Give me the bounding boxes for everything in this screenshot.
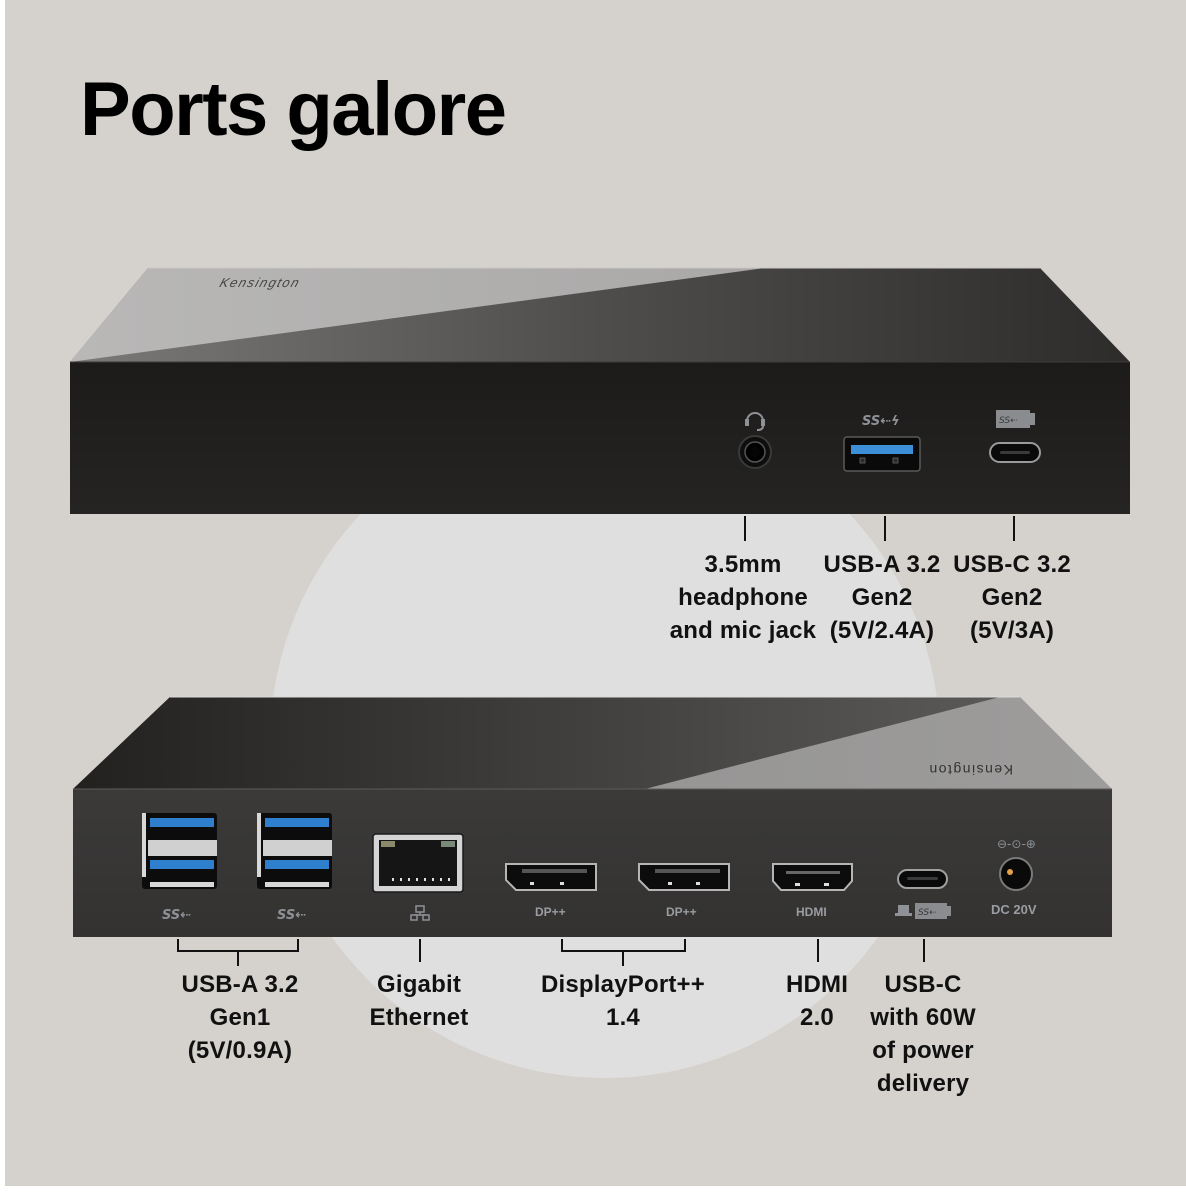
dc-print: DC 20V (991, 902, 1037, 917)
bottom-device-surface-dark (73, 697, 1000, 789)
usb-c-gen2-port[interactable]: SS⇠ (989, 410, 1041, 463)
gigabit-ethernet-port[interactable] (372, 833, 464, 921)
label-displayport: DisplayPort++ 1.4 (540, 971, 705, 1031)
polarity-icon: ⊖-⊙-⊕ (997, 837, 1036, 851)
top-callout-lines (744, 516, 1015, 541)
network-icon (410, 905, 430, 921)
hdmi-print: HDMI (796, 905, 827, 919)
dc-power-port[interactable]: ⊖-⊙-⊕ DC 20V (991, 837, 1037, 917)
label-usb-a-gen1: USB-A 3.2 Gen1 (5V/0.9A) (181, 971, 299, 1064)
superspeed-icon: SS⇠ (277, 908, 306, 923)
bottom-callout-lines (177, 939, 925, 966)
svg-text:SS⇠: SS⇠ (918, 908, 937, 918)
top-device-surface-light (70, 268, 765, 362)
label-usb-a-gen2: USB-A 3.2 Gen2 (5V/2.4A) (823, 551, 941, 644)
page-title: Ports galore (80, 67, 507, 152)
superspeed-icon: SS⇠ (162, 908, 191, 923)
usb-c-power-delivery-port[interactable]: SS⇠ (895, 869, 951, 919)
superspeed-10-icon: SS⇠ (915, 903, 951, 919)
bottom-device: Kensington SS⇠ SS⇠ (73, 696, 1112, 966)
dp-print: DP++ (666, 905, 697, 919)
displayport-2-port[interactable]: DP++ (638, 863, 730, 919)
headphone-jack-port[interactable] (738, 412, 772, 469)
label-headphone-jack: 3.5mm headphone and mic jack (669, 551, 817, 644)
headset-icon (745, 412, 765, 431)
superspeed-10-icon: SS⇠ (996, 410, 1035, 428)
usb-a-gen1-stack-2[interactable]: SS⇠ (257, 813, 332, 923)
usb-a-gen2-port[interactable]: SS⇠ϟ (843, 414, 921, 472)
dp-print: DP++ (535, 905, 566, 919)
superspeed-charge-icon: SS⇠ϟ (862, 414, 900, 429)
top-device-front-face (70, 362, 1130, 514)
displayport-1-port[interactable]: DP++ (505, 863, 597, 919)
hdmi-port[interactable]: HDMI (772, 863, 853, 919)
usb-a-gen1-stack-1[interactable]: SS⇠ (142, 813, 217, 923)
laptop-icon (895, 905, 912, 916)
label-gigabit-ethernet: Gigabit Ethernet (369, 971, 469, 1031)
label-hdmi: HDMI 2.0 (785, 971, 849, 1031)
top-device: Kensington SS⇠ϟ SS⇠ (70, 267, 1130, 541)
top-device-brand-logo: Kensington (218, 275, 303, 290)
label-usb-c-gen2: USB-C 3.2 Gen2 (5V/3A) (953, 551, 1071, 644)
svg-text:SS⇠: SS⇠ (999, 416, 1018, 426)
bottom-device-brand-logo: Kensington (928, 762, 1013, 778)
label-usb-c-power-delivery: USB-C with 60W of power delivery (870, 971, 976, 1097)
